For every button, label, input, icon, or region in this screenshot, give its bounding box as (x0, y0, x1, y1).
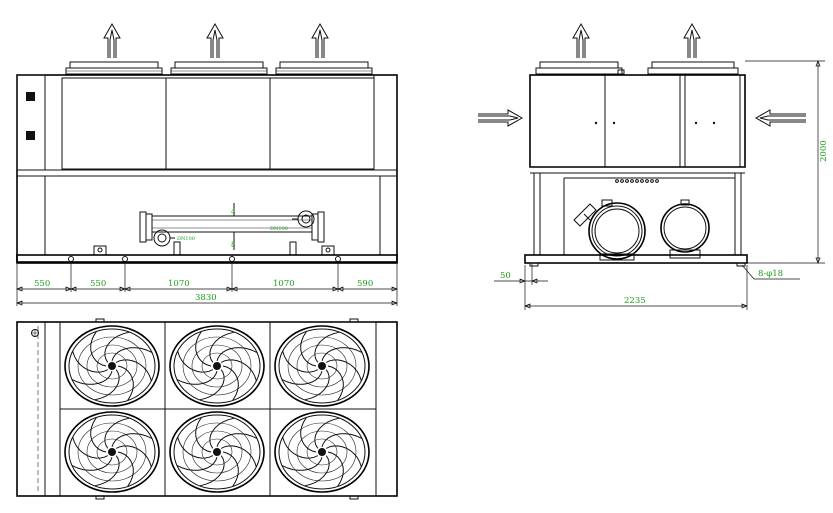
side-base-rail (524, 254, 748, 264)
fan-guard-top (170, 61, 268, 75)
dimension-label: 1070 (168, 279, 190, 289)
airflow-arrow-up (311, 22, 329, 58)
coil-panel (165, 77, 271, 170)
fan-guard-top (275, 61, 373, 75)
fan-icon (64, 325, 160, 407)
terminal-strip (615, 179, 659, 183)
fan-icon (169, 411, 265, 493)
control-switch (26, 92, 35, 101)
width-label: 2235 (624, 296, 646, 306)
control-box (16, 74, 46, 171)
fan-grid (64, 325, 370, 493)
receiver-tank (660, 199, 710, 259)
fan-icon (64, 411, 160, 493)
coil-panel (269, 77, 375, 170)
base-rail (16, 254, 398, 264)
airflow-arrow-up (206, 22, 224, 58)
coil-panel (61, 77, 167, 170)
fan-icon (274, 411, 370, 493)
pipe-label: DN100 (177, 236, 195, 242)
airflow-arrow-in-right (754, 109, 806, 127)
mounting-holes (68, 256, 341, 262)
holes-label: 8-φ18 (758, 269, 783, 279)
control-switch (26, 131, 35, 140)
overall-length-label: 3830 (195, 293, 217, 303)
fan-icon (274, 325, 370, 407)
front-dimensions (16, 262, 398, 306)
support-leg (173, 241, 181, 256)
fan-icon (169, 325, 265, 407)
lifting-lug (93, 245, 107, 255)
dimension-label: 550 (34, 279, 50, 289)
side-cabinet (529, 74, 746, 168)
evaporator-shell (139, 203, 325, 250)
side-dimensions (494, 60, 825, 310)
airflow-arrow-up (683, 22, 701, 58)
height-label: 2000 (819, 140, 829, 162)
dimension-label: 590 (357, 279, 373, 289)
airflow-arrow-up (103, 22, 121, 58)
pipe-mark: 8 (231, 241, 235, 249)
support-leg (289, 241, 297, 256)
airflow-arrow-in-left (478, 109, 524, 127)
compressor (573, 199, 646, 261)
power-inlet (31, 329, 39, 337)
pipe-mark: 4 (231, 208, 236, 216)
top-view (16, 318, 398, 500)
pipe-label: DN100 (270, 226, 288, 232)
lifting-lug (321, 245, 335, 255)
offset-label: 50 (500, 271, 511, 281)
side-view: 2000 2235 50 8-φ18 (478, 22, 829, 310)
airflow-arrow-up (572, 22, 590, 58)
front-view: 4 8 DN100 DN100 550 (16, 22, 398, 306)
dimension-label: 1070 (273, 279, 295, 289)
fan-guard-top (65, 61, 163, 75)
dimension-label: 550 (90, 279, 106, 289)
